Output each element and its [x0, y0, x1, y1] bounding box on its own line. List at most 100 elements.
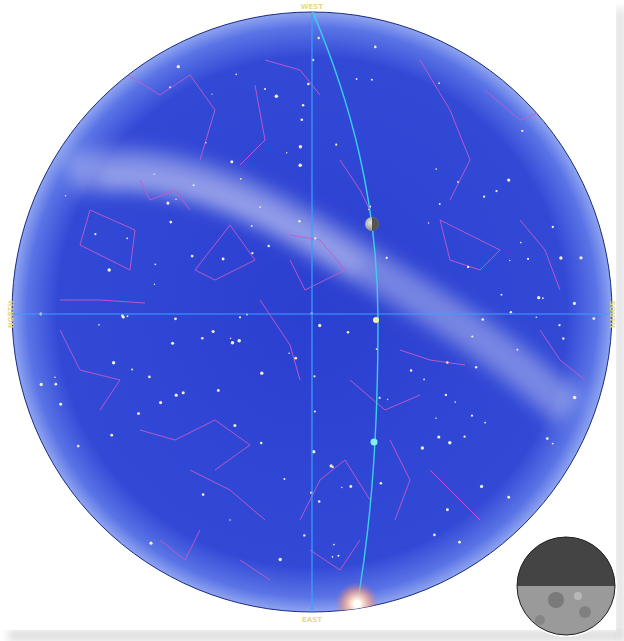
star — [552, 443, 554, 445]
star — [558, 324, 560, 326]
star — [137, 412, 140, 415]
star — [347, 331, 350, 334]
star — [435, 168, 437, 170]
star — [573, 396, 577, 400]
star — [288, 353, 290, 355]
star — [507, 178, 510, 181]
star — [435, 417, 437, 419]
star — [211, 93, 212, 94]
star — [112, 361, 115, 364]
star — [483, 196, 485, 198]
star — [314, 237, 316, 239]
star — [349, 485, 352, 488]
star — [446, 508, 449, 511]
star — [387, 399, 388, 400]
moon-phase — [515, 535, 617, 637]
star — [371, 79, 373, 81]
star — [191, 255, 194, 258]
compass-left: NORTH — [9, 300, 16, 328]
star — [300, 118, 303, 121]
star — [54, 383, 57, 386]
star — [121, 314, 124, 317]
star — [337, 555, 339, 557]
star — [299, 145, 302, 148]
star — [54, 376, 56, 378]
star — [437, 435, 440, 438]
star — [154, 263, 156, 265]
star — [235, 74, 237, 76]
star — [527, 258, 529, 260]
star — [475, 366, 477, 368]
star — [341, 487, 342, 488]
star — [302, 104, 305, 107]
star — [313, 375, 315, 377]
star — [169, 221, 172, 224]
star — [471, 415, 473, 417]
star — [303, 534, 305, 536]
star — [298, 220, 300, 222]
star — [267, 245, 270, 248]
star — [374, 46, 377, 49]
star — [251, 252, 253, 254]
star — [458, 541, 461, 544]
star — [182, 391, 185, 394]
star — [445, 394, 447, 396]
star — [579, 256, 582, 259]
star — [481, 318, 484, 321]
star — [166, 202, 169, 205]
star — [480, 485, 483, 488]
star — [275, 95, 279, 99]
star — [552, 226, 554, 228]
compass-bottom: EAST — [302, 617, 322, 624]
star — [40, 383, 43, 386]
star — [318, 500, 321, 503]
star — [501, 294, 503, 296]
star — [94, 233, 96, 235]
star — [149, 542, 152, 545]
star — [174, 317, 177, 320]
star — [484, 422, 486, 424]
star — [98, 324, 100, 326]
star — [421, 446, 424, 449]
star — [520, 242, 522, 244]
star — [592, 317, 595, 320]
star — [59, 403, 62, 406]
star — [521, 130, 523, 132]
star — [154, 284, 155, 285]
star — [286, 152, 287, 153]
star — [433, 534, 436, 537]
compass-top: WEST — [301, 4, 323, 11]
star — [507, 496, 510, 499]
star — [260, 442, 263, 445]
star — [175, 394, 178, 397]
star — [169, 86, 171, 88]
compass-right: SOUTH — [609, 300, 616, 327]
star — [467, 266, 469, 268]
star — [410, 369, 412, 371]
star — [264, 88, 266, 90]
star — [471, 335, 473, 337]
star — [537, 296, 540, 299]
star — [333, 544, 335, 546]
star — [201, 337, 203, 339]
star — [127, 315, 129, 317]
star — [509, 260, 510, 261]
star — [240, 178, 242, 180]
star — [217, 389, 220, 392]
star — [516, 349, 518, 351]
star — [335, 144, 337, 146]
star — [177, 65, 180, 68]
star — [457, 181, 459, 183]
star — [159, 401, 162, 404]
star — [318, 324, 321, 327]
star — [175, 198, 177, 200]
star — [279, 558, 282, 561]
star — [107, 268, 110, 271]
star — [332, 466, 334, 468]
star — [298, 164, 302, 168]
star — [294, 357, 297, 360]
star — [495, 190, 497, 192]
star — [212, 330, 215, 333]
star — [171, 342, 174, 345]
